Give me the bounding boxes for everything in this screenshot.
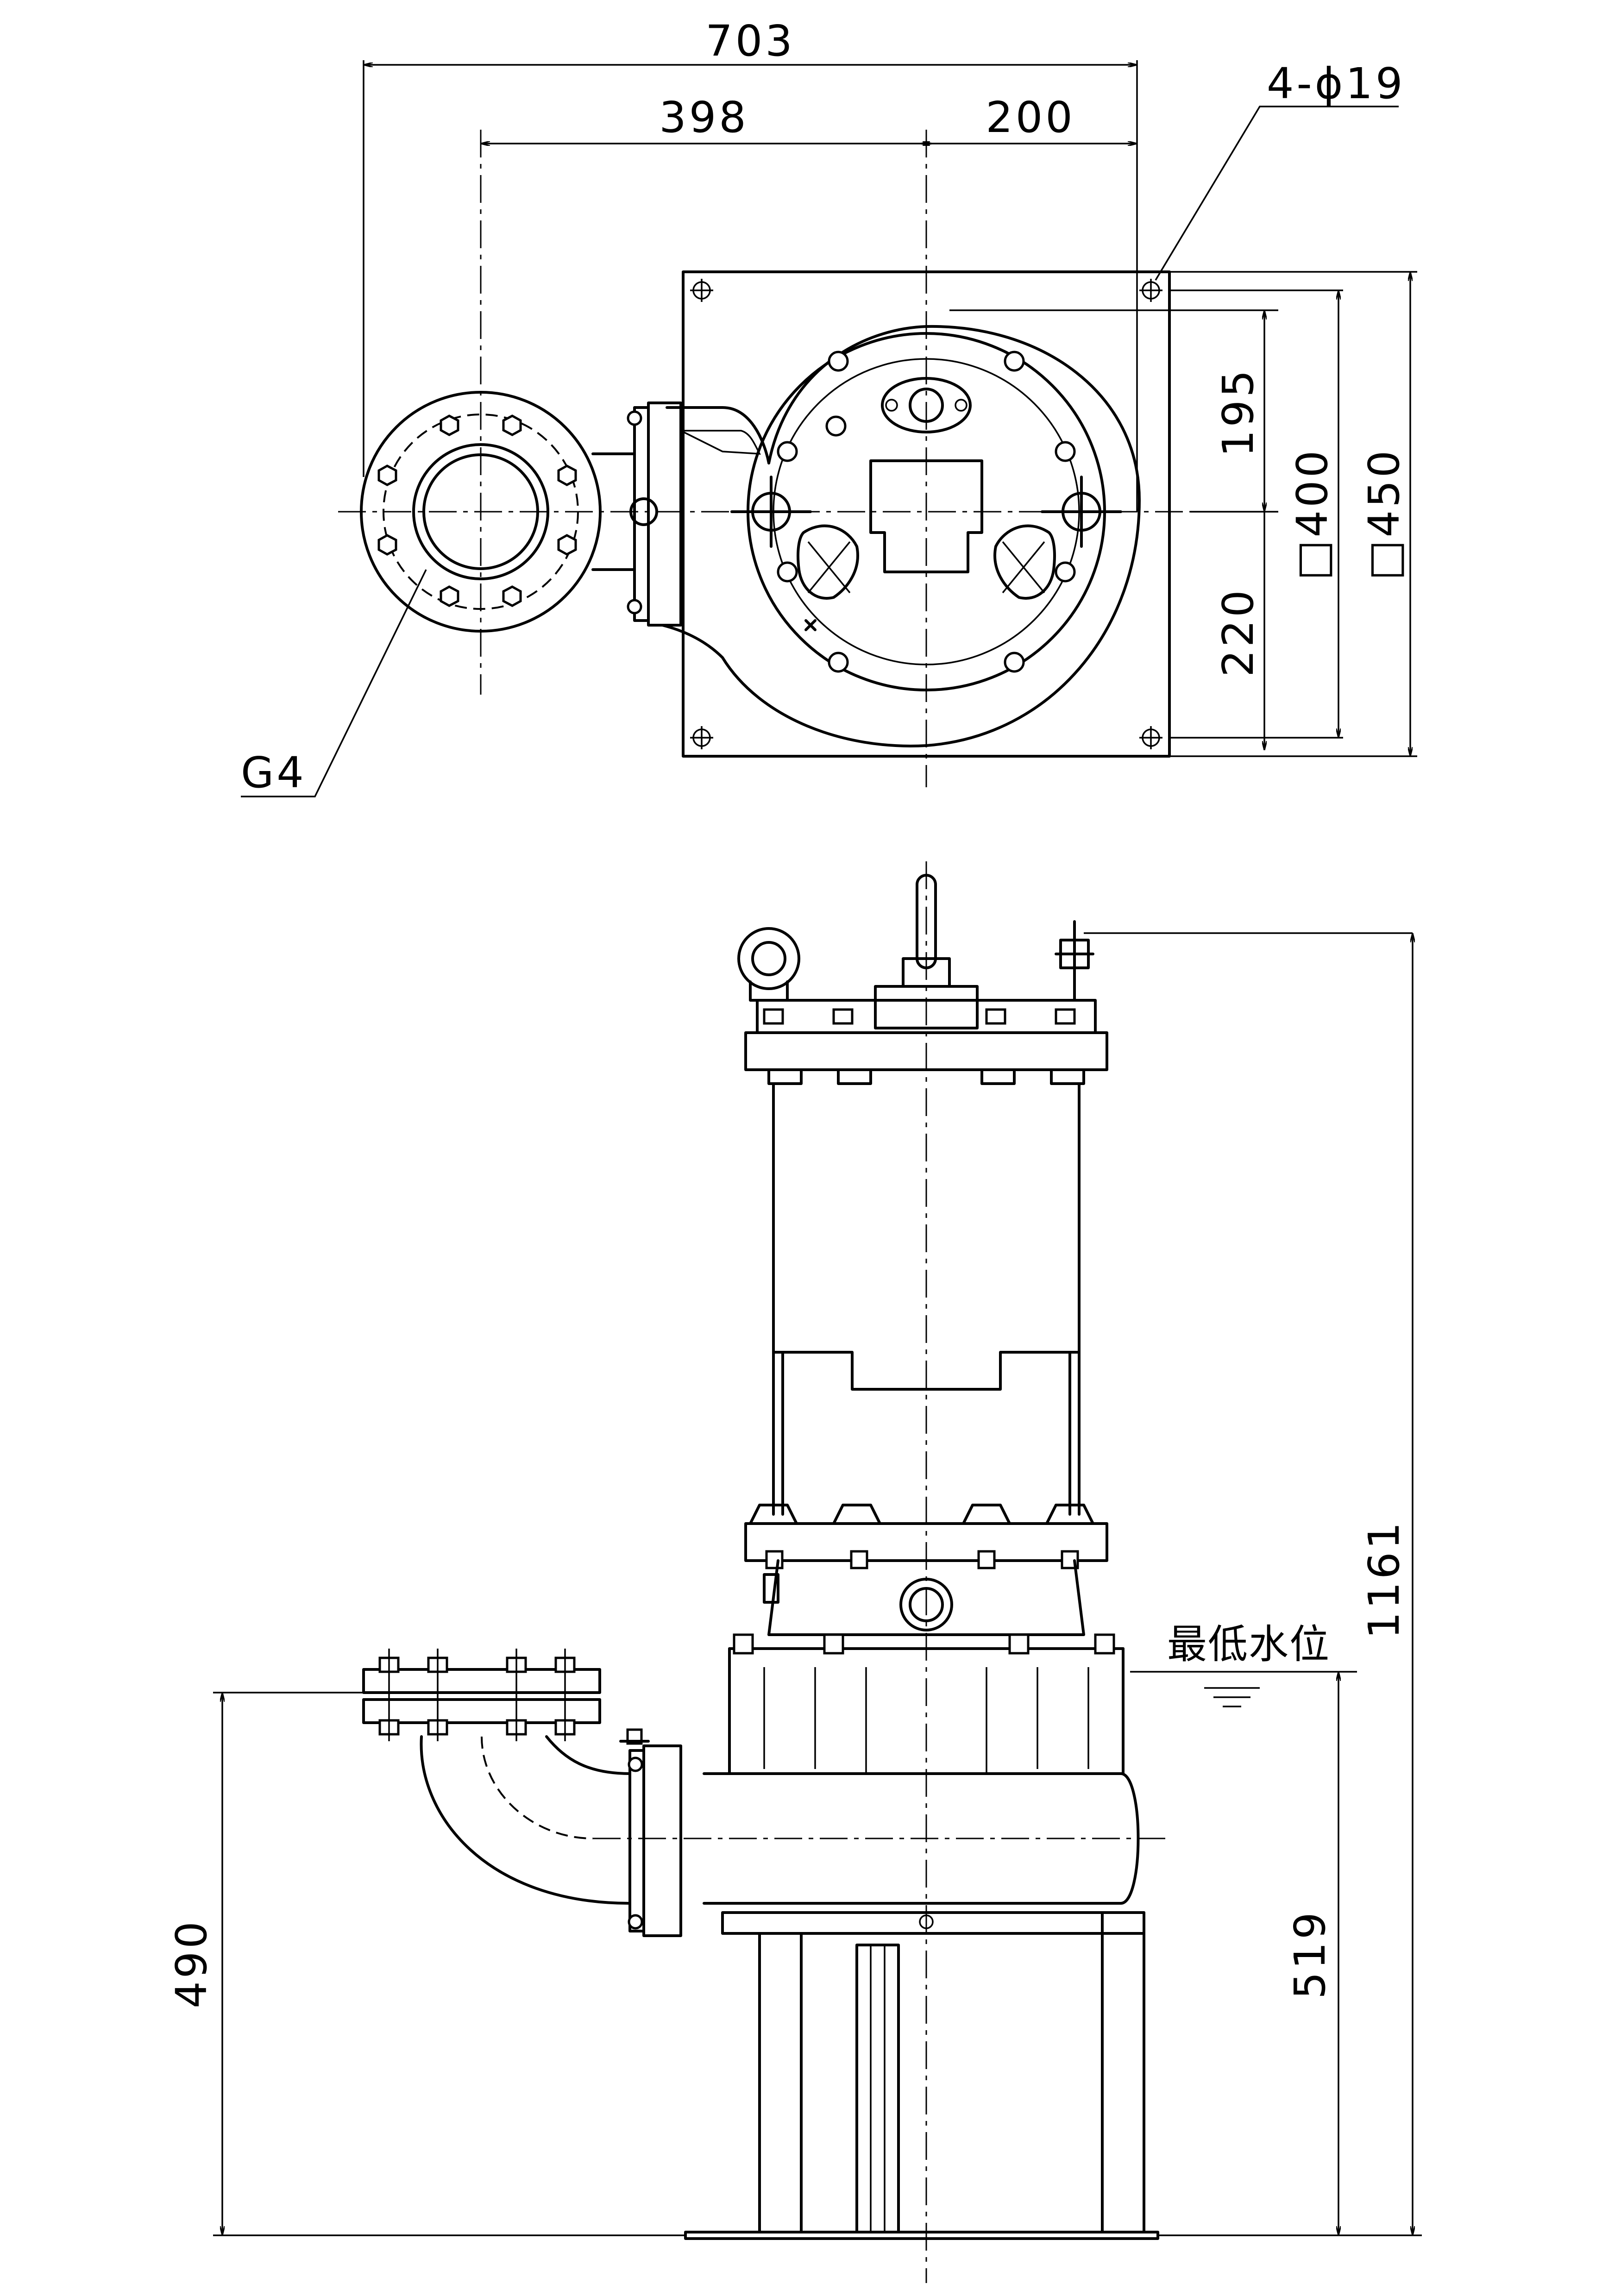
- dim-490-text: 490: [167, 1919, 216, 2008]
- motor-frame-step: [772, 1351, 1081, 1391]
- holes-leader: [1155, 106, 1399, 281]
- dim-703: [363, 60, 1138, 512]
- dim-195-text: 195: [1213, 367, 1263, 457]
- water-level-symbol: [1204, 1687, 1260, 1707]
- disch-flange-lower: [362, 1698, 601, 1724]
- side-eye-right: [1041, 476, 1122, 548]
- dim-519-text: 519: [1285, 1909, 1335, 1999]
- volute-casing: [661, 325, 1141, 747]
- vertical-flange-bolts: [378, 1649, 576, 1741]
- dim-703-text: 703: [705, 16, 795, 66]
- bearing-housing: [767, 1559, 1085, 1636]
- dim-490: [213, 1692, 685, 2236]
- lifting-boss: [881, 377, 972, 433]
- leg-left: [758, 1932, 803, 2233]
- upper-flange-top: [756, 999, 1097, 1034]
- disk-bolts: [777, 351, 1076, 673]
- discharge-neck-top: [666, 406, 770, 464]
- terminal-box: [869, 459, 983, 573]
- base-holes: [690, 279, 1162, 749]
- side-eye-left: [730, 476, 812, 548]
- base-plate: [682, 270, 1171, 758]
- dim-1161: [1158, 933, 1422, 2236]
- pipe-inner: [422, 453, 539, 570]
- middle-flange: [744, 1522, 1108, 1562]
- dim-right-verticals: [949, 271, 1417, 757]
- flange-label-text: G4: [241, 748, 307, 797]
- elevation-view: 最低水位 1161 519 490: [167, 861, 1422, 2283]
- bolt-circle: [383, 414, 579, 610]
- disch-flange-upper: [362, 1668, 601, 1694]
- base-foot: [684, 2231, 1159, 2240]
- elbow-inner: [545, 1735, 631, 1775]
- min-water-level-text: 最低水位: [1167, 1621, 1330, 1668]
- dim-1161-text: 1161: [1359, 1519, 1409, 1639]
- middle-bolts: [765, 1550, 1079, 1569]
- discharge-flange-side: [642, 1744, 682, 1937]
- lifting-eye: [737, 927, 800, 1002]
- dim-450-text: □450: [1359, 448, 1409, 581]
- upper-bolts: [763, 1008, 1076, 1025]
- dim-220-text: 220: [1213, 587, 1263, 677]
- dim-400-text: □400: [1288, 448, 1337, 581]
- casing-flange-face: [633, 406, 650, 622]
- pipe-outer: [412, 443, 549, 580]
- top-cap: [874, 985, 979, 1029]
- dim-200-text: 200: [986, 93, 1075, 142]
- elbow-outer: [420, 1735, 631, 1905]
- casing-bolts: [733, 1633, 1115, 1655]
- leg-right: [1101, 1911, 1145, 2233]
- discharge-flange: [360, 391, 602, 633]
- sensor-post: [1055, 920, 1413, 1002]
- plan-view: 703 398 200 4-ϕ19 195 220 □400 □450 G4: [241, 16, 1417, 797]
- holes-text: 4-ϕ19: [1267, 59, 1406, 108]
- neck-rib: [680, 430, 761, 455]
- flange-bolts: [377, 414, 577, 607]
- lifting-handle: [916, 874, 937, 969]
- dim-398-text: 398: [659, 93, 749, 142]
- flange-pin: [629, 497, 658, 526]
- inspection-plug: [899, 1578, 953, 1631]
- cable-gland-right: [993, 524, 1056, 600]
- leg-mid-left: [855, 1944, 900, 2233]
- cable-gland-left: [797, 524, 859, 600]
- g4-leader: [241, 569, 427, 797]
- casing-flange: [647, 401, 682, 627]
